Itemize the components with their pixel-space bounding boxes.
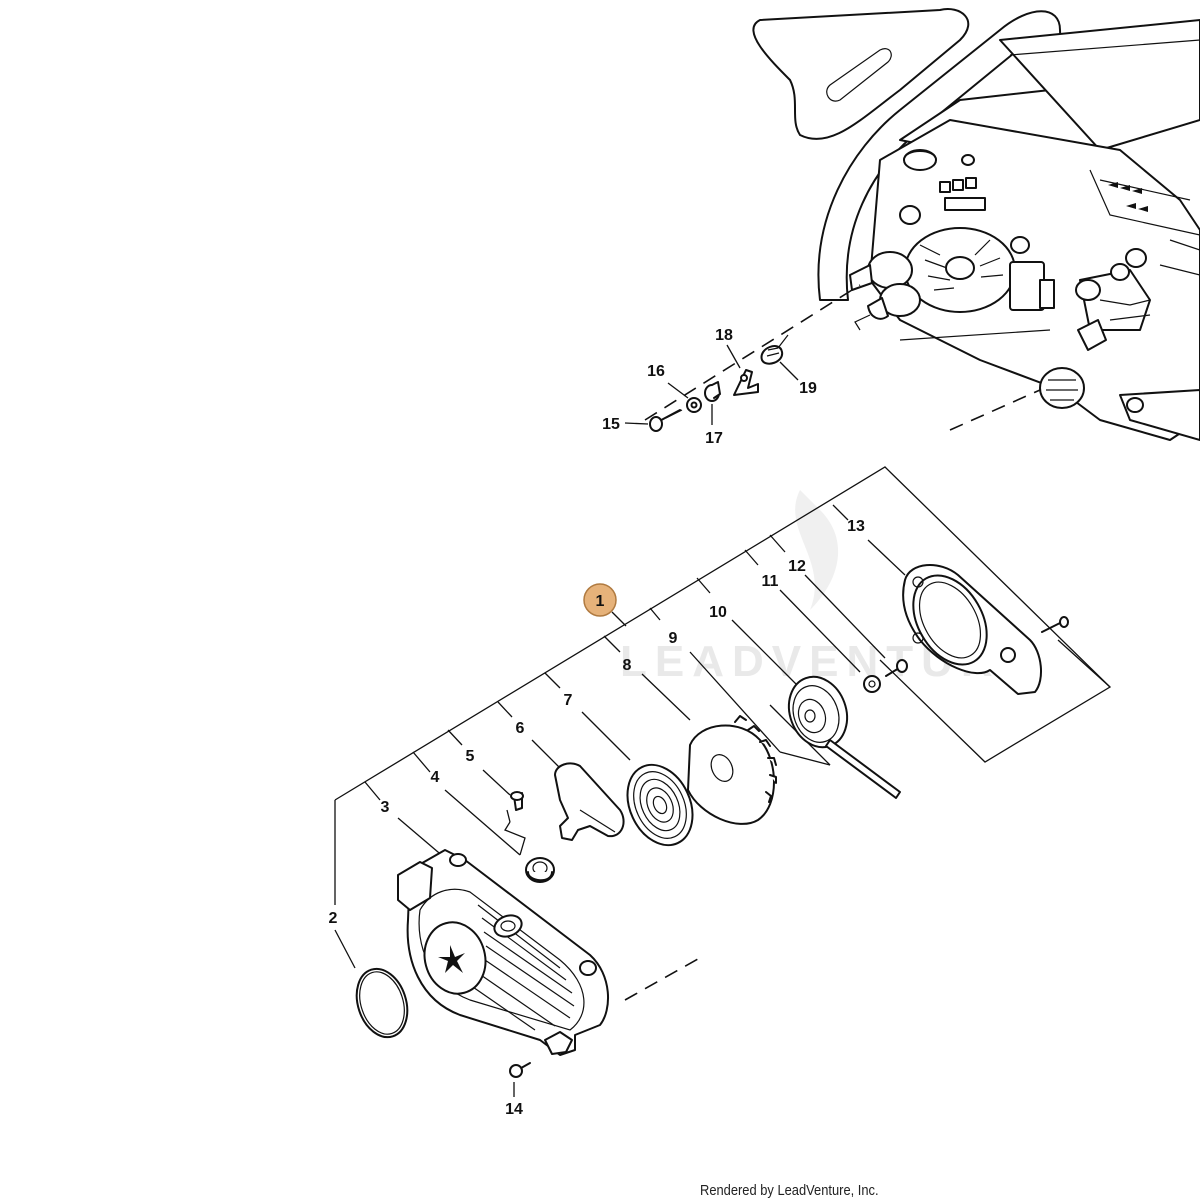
- callout-14[interactable]: 14: [505, 1101, 523, 1118]
- part-14-screw: [509, 1062, 531, 1097]
- part-18-pawl: [733, 369, 759, 396]
- callout-4[interactable]: 4: [431, 769, 440, 786]
- part-15-screw: [649, 409, 683, 432]
- chainsaw-body: [752, 8, 1200, 441]
- callout-11[interactable]: 11: [762, 573, 779, 590]
- part-16-washer: [686, 397, 702, 413]
- part-11-washer: [863, 675, 881, 693]
- mount-posts: [849, 251, 921, 331]
- part-4-rope-bushing: [525, 857, 555, 883]
- callout-9[interactable]: 9: [669, 630, 678, 647]
- callout-1[interactable]: 1: [596, 593, 605, 610]
- render-credit: Rendered by LeadVenture, Inc.: [700, 1182, 879, 1199]
- callout-15[interactable]: 15: [602, 416, 620, 433]
- callout-2[interactable]: 2: [329, 910, 338, 927]
- callout-6[interactable]: 6: [516, 720, 525, 737]
- part-3-fan-housing: [397, 849, 609, 1056]
- callout-7[interactable]: 7: [564, 692, 573, 709]
- callout-1-highlight[interactable]: [583, 583, 627, 627]
- callout-10[interactable]: 10: [709, 604, 727, 621]
- callout-18[interactable]: 18: [715, 327, 733, 344]
- part-5-screw: [510, 791, 524, 811]
- callout-12[interactable]: 12: [788, 558, 806, 575]
- leader-lines-upper: [624, 344, 799, 425]
- part-17-sleeve: [704, 381, 721, 402]
- rating-marks: [1108, 182, 1148, 212]
- part-2-o-ring: [355, 967, 409, 1039]
- callout-16[interactable]: 16: [647, 363, 665, 380]
- part-8-spring-housing: [687, 715, 777, 825]
- part-13-cover-plate: [902, 563, 1069, 695]
- callout-3[interactable]: 3: [381, 799, 390, 816]
- callout-5[interactable]: 5: [466, 748, 475, 765]
- part-19-spring: [760, 334, 789, 365]
- part-10-rope-rotor: [787, 675, 901, 799]
- assembly-bracket: [334, 466, 1112, 969]
- callout-17[interactable]: 17: [705, 430, 723, 447]
- part-7-rewind-spring: [626, 763, 694, 847]
- callout-8[interactable]: 8: [623, 657, 632, 674]
- callout-13[interactable]: 13: [847, 518, 865, 535]
- alignment-lines: [624, 284, 1041, 1001]
- callout-19[interactable]: 19: [799, 380, 817, 397]
- part-12-screw: [885, 659, 908, 677]
- part-6-starter-grip: [554, 762, 625, 841]
- callout-labels: 1 2 3 4 5 6 7 8 9 10 11 12 13 14 15 16 1…: [329, 327, 865, 1118]
- flywheel: [904, 227, 1016, 313]
